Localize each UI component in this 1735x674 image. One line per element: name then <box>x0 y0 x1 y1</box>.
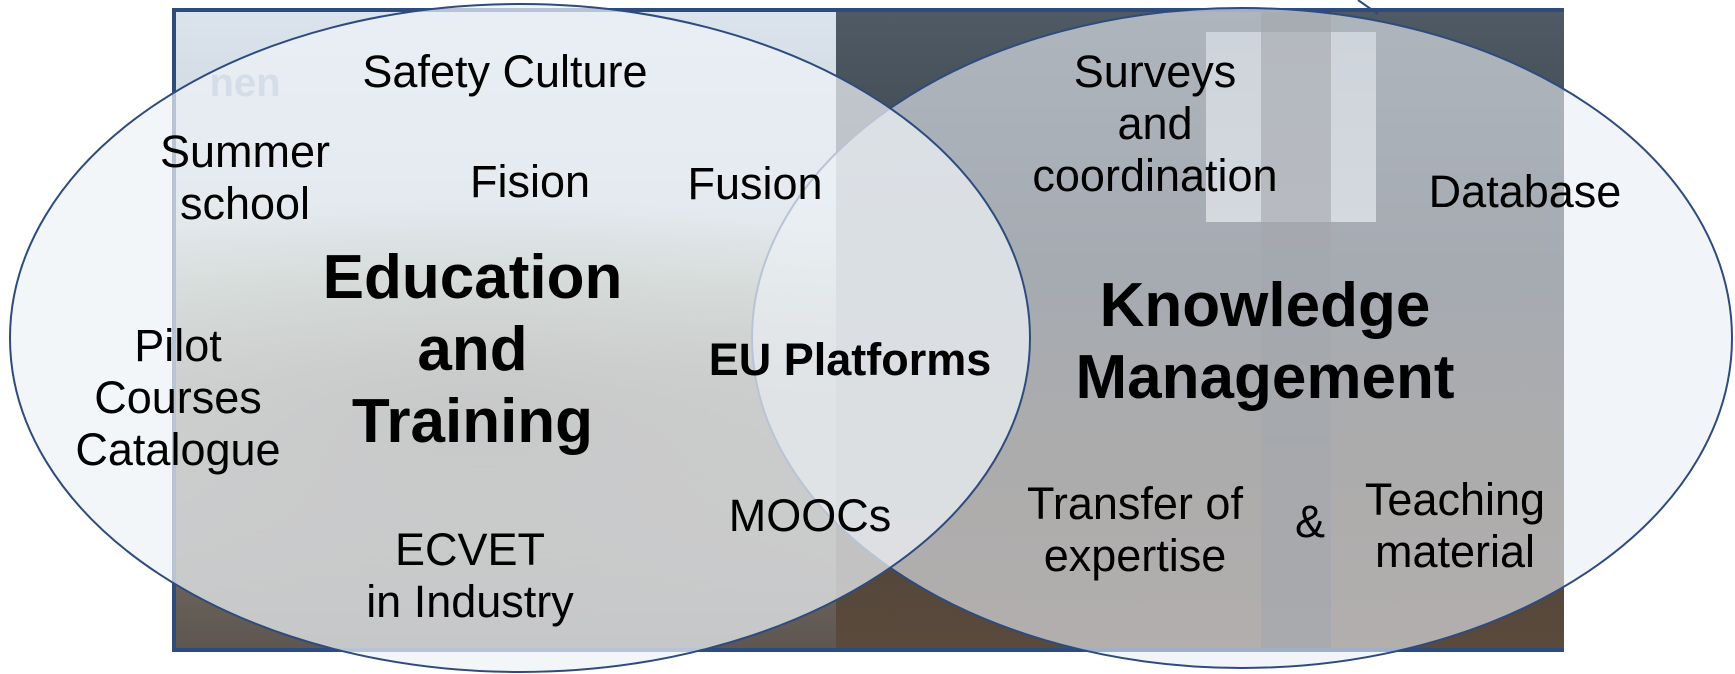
fusion-label: Fusion <box>687 158 823 209</box>
education-training-title: Education and Training <box>322 243 623 456</box>
knowledge-management-title: Knowledge Management <box>1075 271 1455 412</box>
fision-label: Fision <box>469 156 591 207</box>
summer-school-label: Summer school <box>159 126 331 230</box>
database-label: Database <box>1428 166 1622 217</box>
transfer-of-expertise-label: Transfer of expertise <box>1027 478 1243 582</box>
left-ellipse <box>9 3 1031 673</box>
pilot-courses-label: Pilot Courses Catalogue <box>75 320 281 476</box>
teaching-material-label: Teaching material <box>1364 474 1546 578</box>
surveys-label: Surveys and coordination <box>1032 46 1278 202</box>
pointer-line <box>1357 0 1379 15</box>
ampersand-label: & <box>1294 496 1325 547</box>
moocs-label: MOOCs <box>728 490 892 541</box>
eu-platforms-label: EU Platforms <box>708 334 992 385</box>
safety-culture-label: Safety Culture <box>362 46 648 97</box>
ecvet-label: ECVET in Industry <box>366 524 574 628</box>
